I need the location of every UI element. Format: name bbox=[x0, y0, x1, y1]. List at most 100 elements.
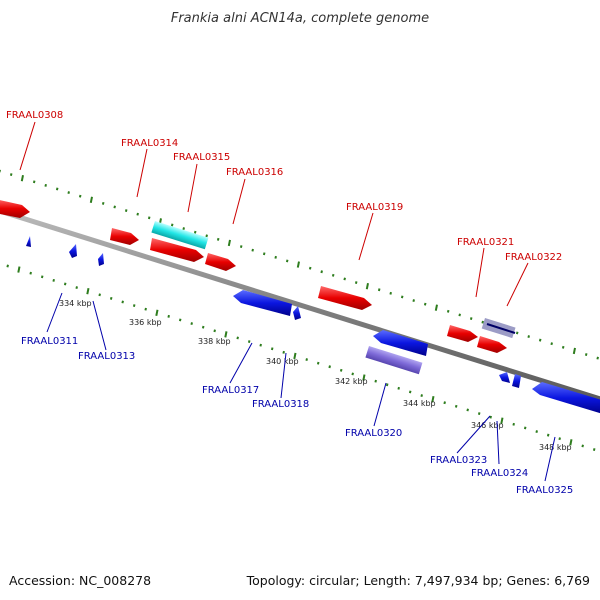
minor-tick bbox=[308, 266, 312, 270]
major-tick bbox=[293, 352, 297, 360]
minor-tick bbox=[331, 273, 335, 277]
minor-tick bbox=[247, 340, 251, 344]
gene-label-forward[interactable]: FRAAL0314 bbox=[121, 138, 178, 149]
gene-box-highlight[interactable] bbox=[151, 221, 209, 250]
minor-tick bbox=[351, 372, 354, 376]
gene-arrow[interactable] bbox=[110, 228, 139, 245]
minor-tick bbox=[412, 299, 415, 302]
scale-label: 340 kbp bbox=[266, 357, 299, 366]
gene-arrow[interactable] bbox=[499, 372, 510, 383]
minor-tick bbox=[193, 230, 197, 234]
map-title: Frankia alni ACN14a, complete genome bbox=[171, 11, 429, 26]
gene-arrow[interactable] bbox=[512, 374, 521, 388]
minor-tick bbox=[205, 234, 208, 238]
major-tick bbox=[572, 347, 576, 355]
minor-tick bbox=[98, 293, 101, 297]
minor-tick bbox=[262, 252, 266, 256]
gene-arrow[interactable] bbox=[150, 238, 204, 262]
minor-tick bbox=[67, 191, 70, 195]
scale-label: 344 kbp bbox=[403, 399, 436, 408]
major-tick bbox=[89, 196, 93, 203]
minor-tick bbox=[132, 304, 136, 308]
minor-tick bbox=[561, 345, 565, 349]
scale-label: 348 kbp bbox=[539, 443, 572, 452]
minor-tick bbox=[44, 183, 47, 187]
minor-tick bbox=[9, 173, 13, 177]
minor-tick bbox=[136, 212, 139, 216]
scale-label: 338 kbp bbox=[198, 337, 231, 346]
minor-tick bbox=[466, 408, 469, 412]
minor-tick bbox=[113, 205, 116, 209]
gene-arrow[interactable] bbox=[447, 325, 478, 342]
gene-arrow[interactable] bbox=[477, 336, 507, 353]
gene-arrow[interactable] bbox=[69, 244, 77, 258]
gene-label-reverse[interactable]: FRAAL0318 bbox=[252, 399, 309, 410]
gene-label-reverse[interactable]: FRAAL0325 bbox=[516, 485, 573, 496]
minor-tick bbox=[216, 237, 220, 241]
gene-label-forward[interactable]: FRAAL0322 bbox=[505, 252, 562, 263]
gene-arrow[interactable] bbox=[293, 306, 301, 320]
gene-label-reverse[interactable]: FRAAL0324 bbox=[471, 468, 528, 479]
minor-tick bbox=[550, 342, 553, 346]
gene-box-lavender[interactable] bbox=[365, 346, 423, 375]
minor-tick bbox=[147, 216, 151, 220]
gene-label-forward[interactable]: FRAAL0308 bbox=[6, 110, 63, 121]
minor-tick bbox=[389, 291, 392, 295]
minor-tick bbox=[527, 335, 530, 338]
gene-label-forward[interactable]: FRAAL0319 bbox=[346, 202, 403, 213]
minor-tick bbox=[78, 194, 82, 198]
gene-label-forward[interactable]: FRAAL0321 bbox=[457, 237, 514, 248]
minor-tick bbox=[40, 275, 44, 279]
minor-tick bbox=[236, 336, 239, 340]
major-tick bbox=[20, 175, 24, 182]
gene-label-reverse[interactable]: FRAAL0317 bbox=[202, 385, 259, 396]
gene-arrow[interactable] bbox=[0, 199, 30, 218]
minor-tick bbox=[592, 448, 596, 451]
minor-tick bbox=[213, 329, 216, 333]
minor-tick bbox=[454, 404, 458, 408]
gene-arrow[interactable] bbox=[205, 253, 236, 271]
minor-tick bbox=[397, 386, 400, 390]
gene-label-forward[interactable]: FRAAL0315 bbox=[173, 152, 230, 163]
scale-label: 336 kbp bbox=[129, 318, 162, 327]
scale-label: 334 kbp bbox=[59, 299, 92, 308]
genome-backbone bbox=[0, 208, 600, 402]
gene-arrow[interactable] bbox=[532, 382, 600, 414]
minor-tick bbox=[285, 259, 289, 263]
gene-label-forward[interactable]: FRAAL0316 bbox=[226, 167, 283, 178]
minor-tick bbox=[101, 201, 105, 205]
major-tick bbox=[500, 417, 504, 424]
minor-tick bbox=[55, 187, 59, 191]
gene-label-reverse[interactable]: FRAAL0313 bbox=[78, 351, 135, 362]
gene-label-reverse[interactable]: FRAAL0320 bbox=[345, 428, 402, 439]
minor-tick bbox=[320, 270, 323, 274]
minor-tick bbox=[282, 350, 285, 354]
major-tick bbox=[362, 374, 366, 381]
minor-tick bbox=[52, 278, 55, 282]
major-tick bbox=[365, 282, 369, 290]
minor-tick bbox=[190, 322, 193, 326]
accession-text: Accession: NC_008278 bbox=[9, 573, 151, 588]
minor-tick bbox=[546, 433, 550, 437]
gene-arrow[interactable] bbox=[318, 286, 372, 310]
minor-tick bbox=[343, 277, 346, 281]
minor-tick bbox=[201, 325, 205, 329]
gene-label-reverse[interactable]: FRAAL0323 bbox=[430, 455, 487, 466]
minor-tick bbox=[596, 356, 599, 360]
major-tick bbox=[224, 331, 228, 338]
minor-tick bbox=[259, 343, 262, 347]
minor-tick bbox=[477, 412, 481, 415]
minor-tick bbox=[305, 358, 308, 362]
major-tick bbox=[569, 439, 573, 446]
gene-arrow[interactable] bbox=[26, 236, 31, 247]
genome-summary-text: Topology: circular; Length: 7,497,934 bp… bbox=[246, 573, 590, 588]
minor-tick bbox=[124, 209, 128, 213]
gene-arrow[interactable] bbox=[373, 330, 428, 356]
major-tick bbox=[155, 309, 159, 316]
gene-label-reverse[interactable]: FRAAL0311 bbox=[21, 336, 78, 347]
minor-tick bbox=[170, 223, 174, 227]
gene-arrow[interactable] bbox=[233, 290, 292, 316]
major-tick bbox=[86, 287, 90, 295]
gene-arrow[interactable] bbox=[98, 253, 104, 266]
minor-tick bbox=[178, 318, 182, 322]
